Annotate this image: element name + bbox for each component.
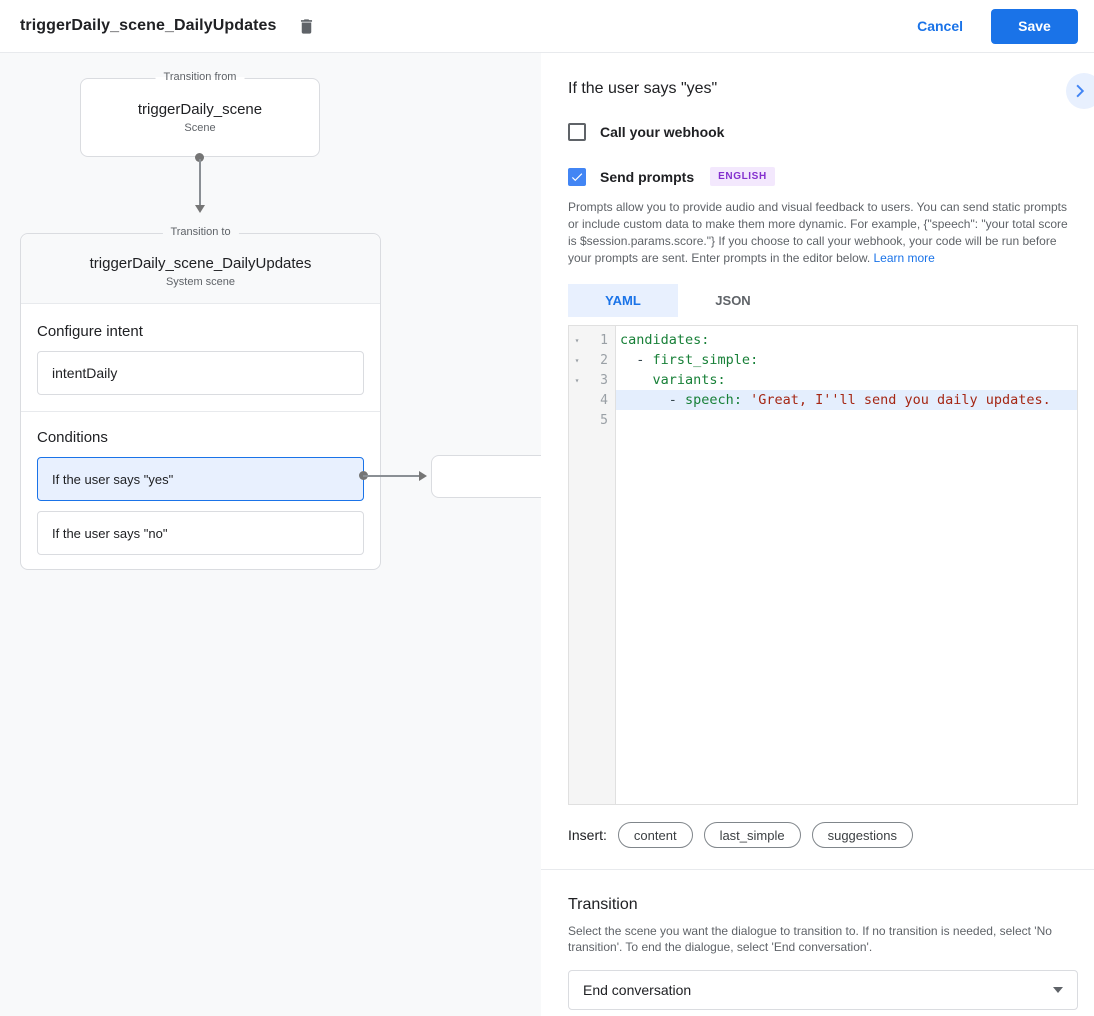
fold-arrow-icon[interactable]: ▾ — [574, 355, 580, 365]
code-line[interactable]: - speech: 'Great, I''ll send you daily u… — [616, 390, 1077, 410]
transition-to-legend: Transition to — [162, 226, 239, 238]
insert-row: Insert: content last_simple suggestions — [568, 822, 1078, 848]
save-button[interactable]: Save — [991, 8, 1078, 44]
collapse-panel-button[interactable] — [1066, 73, 1094, 109]
condition-detail-panel: If the user says "yes" Call your webhook… — [541, 53, 1094, 1016]
line-number: 3 — [600, 372, 608, 388]
code-line[interactable]: candidates: — [620, 332, 710, 348]
transition-from-legend: Transition from — [155, 71, 245, 83]
delete-button[interactable] — [297, 17, 316, 36]
gutter-row: 5 — [569, 410, 615, 430]
prompts-description: Prompts allow you to provide audio and v… — [568, 200, 1068, 265]
configure-intent-section: Configure intent intentDaily — [21, 304, 380, 411]
insert-chip-content[interactable]: content — [617, 822, 693, 848]
checkmark-icon — [570, 170, 584, 184]
editor-tabs: YAML JSON — [568, 284, 1078, 317]
prompts-label: Send prompts — [600, 168, 695, 185]
section-divider — [541, 869, 1094, 870]
conditions-label: Conditions — [37, 429, 108, 446]
gutter-row: ▾3 — [569, 370, 615, 390]
transition-description: Select the scene you want the dialogue t… — [568, 924, 1052, 954]
transition-select-value: End conversation — [583, 982, 692, 998]
conditions-list: If the user says "yes" If the user says "… — [37, 457, 364, 555]
code-line[interactable]: - first_simple: — [620, 352, 759, 368]
line-number: 5 — [600, 412, 608, 428]
connector-dot — [195, 153, 204, 162]
panel-title: If the user says "yes" — [568, 80, 718, 97]
connector-line — [363, 475, 420, 477]
webhook-row: Call your webhook — [568, 123, 1078, 141]
header-bar: triggerDaily_scene_DailyUpdates Cancel S… — [0, 0, 1094, 53]
fold-arrow-icon[interactable]: ▾ — [574, 335, 580, 345]
tab-yaml[interactable]: YAML — [568, 284, 678, 317]
language-badge: ENGLISH — [710, 167, 775, 186]
fold-arrow-icon[interactable]: ▾ — [574, 375, 580, 385]
condition-item[interactable]: If the user says "yes" — [37, 457, 364, 501]
editor-code[interactable]: candidates: - first_simple: variants: - … — [616, 326, 1077, 804]
line-number: 1 — [600, 332, 608, 348]
from-scene-type: Scene — [184, 122, 216, 134]
trash-icon — [297, 17, 316, 36]
gutter-row: 4 — [569, 390, 615, 410]
scene-diagram-canvas: Transition from triggerDaily_scene Scene… — [0, 53, 541, 1016]
from-scene-name: triggerDaily_scene — [137, 101, 263, 118]
insert-label: Insert: — [568, 827, 607, 843]
page-title: triggerDaily_scene_DailyUpdates — [20, 17, 277, 34]
transition-select[interactable]: End conversation — [568, 970, 1078, 1010]
transition-title: Transition — [568, 896, 638, 913]
code-line[interactable]: variants: — [652, 372, 726, 388]
transition-from-node[interactable]: Transition from triggerDaily_scene Scene — [80, 71, 320, 157]
code-line[interactable] — [616, 410, 1077, 430]
line-number: 2 — [600, 352, 608, 368]
to-scene-name: triggerDaily_scene_DailyUpdates — [89, 255, 312, 272]
conditions-section: Conditions If the user says "yes"If the … — [21, 411, 380, 571]
cancel-button[interactable]: Cancel — [917, 18, 963, 34]
gutter-row: ▾1 — [569, 330, 615, 350]
arrowhead-right-icon — [419, 471, 427, 481]
chevron-down-icon — [1053, 987, 1063, 993]
gutter-row: ▾2 — [569, 350, 615, 370]
webhook-checkbox[interactable] — [568, 123, 586, 141]
configure-intent-label: Configure intent — [37, 323, 143, 340]
intent-field[interactable]: intentDaily — [37, 351, 364, 395]
insert-chip-suggestions[interactable]: suggestions — [811, 822, 913, 848]
arrowhead-down-icon — [195, 205, 205, 213]
insert-chips: content last_simple suggestions — [617, 822, 913, 848]
tab-json[interactable]: JSON — [678, 284, 788, 317]
line-number: 4 — [600, 392, 608, 408]
condition-item[interactable]: If the user says "no" — [37, 511, 364, 555]
insert-chip-last_simple[interactable]: last_simple — [703, 822, 801, 848]
chevron-right-icon — [1068, 80, 1090, 102]
to-scene-header[interactable]: triggerDaily_scene_DailyUpdates System s… — [21, 234, 380, 304]
transition-to-node: Transition to triggerDaily_scene_DailyUp… — [20, 226, 381, 571]
transition-target-box[interactable] — [431, 455, 541, 498]
to-scene-type: System scene — [165, 276, 236, 288]
webhook-label: Call your webhook — [600, 124, 725, 140]
connector-line — [199, 159, 201, 206]
prompts-checkbox[interactable] — [568, 167, 586, 186]
prompts-row: Send prompts ENGLISH — [568, 167, 1078, 186]
learn-more-link[interactable]: Learn more — [873, 251, 935, 265]
